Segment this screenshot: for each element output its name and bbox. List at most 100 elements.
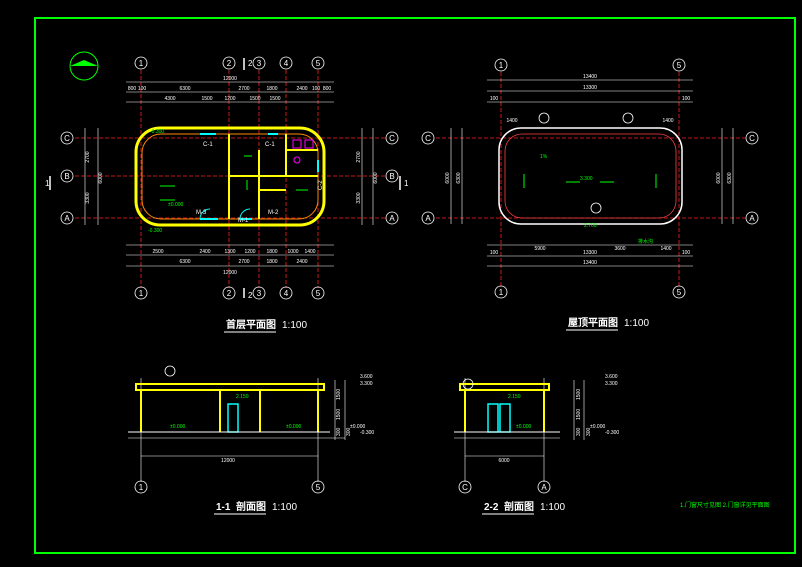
plan1-dim-bot-6: 1000 [287, 249, 298, 255]
plan1-axis-right-b: B [389, 172, 394, 181]
section2-door [487, 403, 499, 433]
plan2-axis-left-a: A [425, 214, 431, 223]
section2-height-2: 1500 [576, 409, 582, 420]
plan1-level-2: -0.300 [150, 129, 164, 135]
section1-height-4: 300 [346, 427, 352, 436]
plan2-dim-left-2: 6300 [456, 172, 462, 183]
plan1-dim-bot-4: 1200 [244, 249, 255, 255]
section1-label-2: ±0.000 [170, 424, 185, 430]
section1-height-2: 1500 [336, 409, 342, 420]
plan1-label-m3: M-3 [196, 210, 207, 216]
plan1-label-m1: M-1 [238, 218, 249, 224]
plan1-axis-bottom-5: 5 [316, 289, 321, 298]
plan1-axis-top-2: 2 [227, 59, 232, 68]
section2-elev-3: ±0.000 [590, 424, 605, 430]
plan1-axis-left-a: A [64, 214, 70, 223]
plan1-level-3: -0.300 [148, 228, 162, 234]
plan1-label-m2: M-2 [268, 210, 279, 216]
sheet-frame [34, 17, 796, 554]
plan2-dim-bot-2: 3600 [614, 246, 625, 252]
plan1-dim-top-8: 800 [323, 86, 332, 92]
plan1-axis-right-a: A [389, 214, 395, 223]
plan1-dim-bot-2: 2400 [199, 249, 210, 255]
north-arrow-icon [69, 51, 99, 81]
plan1-label-c2: C-2 [318, 180, 324, 190]
plan1-dim-right-3: 6000 [373, 172, 379, 183]
section1-elev-3: ±0.000 [350, 424, 365, 430]
section1-title-suffix: 剖面图 [236, 500, 266, 513]
section1-overall: 12000 [221, 458, 235, 464]
ground-floor-plan: 1 1 2 2 1 2 3 4 5 1 2 3 4 5 C B A C B A [45, 56, 409, 333]
section2-title: 2-2 [484, 502, 499, 513]
plan1-dim-bot-1: 2500 [152, 249, 163, 255]
plan1-axis-right-c: C [389, 134, 395, 143]
section1-axis-5: 5 [316, 483, 321, 492]
section2-axis-c: C [462, 483, 468, 492]
plan1-dim-bot-5: 1800 [266, 249, 277, 255]
roof-outline [498, 127, 683, 225]
plan1-overall-top: 12000 [223, 76, 237, 82]
section2-title-suffix: 剖面图 [504, 500, 534, 513]
plan1-dim-bot-3: 1300 [224, 249, 235, 255]
plan2-dim-bot-3: 1400 [660, 246, 671, 252]
section2-height-1: 1500 [576, 389, 582, 400]
plan2-dim-right-2: 6300 [727, 172, 733, 183]
plan1-dim-top2-2: 1500 [201, 96, 212, 102]
section1-elev-2: 3.300 [360, 381, 373, 387]
plan2-label-level-2: 2.700 [584, 223, 597, 229]
plan1-dim-left-2: 3300 [85, 192, 91, 203]
plan2-dim-bot-4: 100 [490, 250, 499, 256]
plan1-axis-bottom-2: 2 [227, 289, 232, 298]
section1-elev-1: 3.600 [360, 374, 373, 380]
plan2-dim-top-5: 1400 [506, 118, 517, 124]
plan1-scale: 1:100 [282, 320, 307, 331]
plan1-axis-bottom-3: 3 [257, 289, 262, 298]
section2-elev-4: -0.300 [605, 430, 619, 436]
section1-scale: 1:100 [272, 502, 297, 513]
section2-label-2: ±0.000 [516, 424, 531, 430]
plan2-axis-left-c: C [425, 134, 431, 143]
section1-axis-1: 1 [139, 483, 144, 492]
section1-title: 1-1 [216, 502, 231, 513]
plan2-dim-top-4: 100 [682, 96, 691, 102]
plan1-level-1: ±0.000 [168, 202, 183, 208]
section1-label-3: ±0.000 [286, 424, 301, 430]
plan1-dim-top2-3: 1200 [224, 96, 235, 102]
plan2-dim-left: 6000 [445, 172, 451, 183]
plan2-label-slope: 1% [540, 154, 548, 160]
plan1-axis-bottom-1: 1 [139, 289, 144, 298]
plan1-dim-left-1: 2700 [85, 151, 91, 162]
section-1-1: 1 5 12000 3.600 3.300 ±0.000 -0.300 1500… [128, 365, 374, 515]
section-mark-2-top: 2 [248, 59, 253, 68]
plan1-title: 首层平面图 [226, 318, 276, 331]
plan2-dim-bot-6: 100 [682, 250, 691, 256]
plan1-axis-top-1: 1 [139, 59, 144, 68]
section2-label-1: 2.150 [508, 394, 521, 400]
plan1-dim-left-3: 6000 [98, 172, 104, 183]
plan1-axis-top-3: 3 [257, 59, 262, 68]
section2-elev-1: 3.600 [605, 374, 618, 380]
plan1-dim-bot-7: 1400 [304, 249, 315, 255]
plan1-axis-left-b: B [64, 172, 69, 181]
plan1-label-c1-b: C-1 [265, 142, 275, 148]
plan1-overall-bottom: 12000 [223, 270, 237, 276]
section-2-2: C A 6000 3.600 3.300 ±0.000 -0.300 1500 … [454, 374, 619, 515]
plan2-scale: 1:100 [624, 318, 649, 329]
section1-height-1: 1500 [336, 389, 342, 400]
plan1-dim-top-3: 6300 [179, 86, 190, 92]
plan1-dim-bot2-4: 2400 [296, 259, 307, 265]
section2-overall: 6000 [498, 458, 509, 464]
plan1-dim-top-4: 2700 [238, 86, 249, 92]
plan1-dim-right-2: 3300 [356, 192, 362, 203]
plan2-dim-bot-7: 13400 [583, 260, 597, 266]
plan2-dim-top-3: 100 [490, 96, 499, 102]
section-mark-1-right: 1 [404, 179, 409, 188]
plan2-dim-top-1: 13400 [583, 74, 597, 80]
plan2-dim-bot-1: 5900 [534, 246, 545, 252]
plan2-axis-top-1: 1 [499, 61, 504, 70]
plan2-dim-top-6: 1400 [662, 118, 673, 124]
section-mark-2-bottom: 2 [248, 291, 253, 300]
plan1-label-c1-a: C-1 [203, 142, 213, 148]
plan2-dim-right: 6000 [716, 172, 722, 183]
